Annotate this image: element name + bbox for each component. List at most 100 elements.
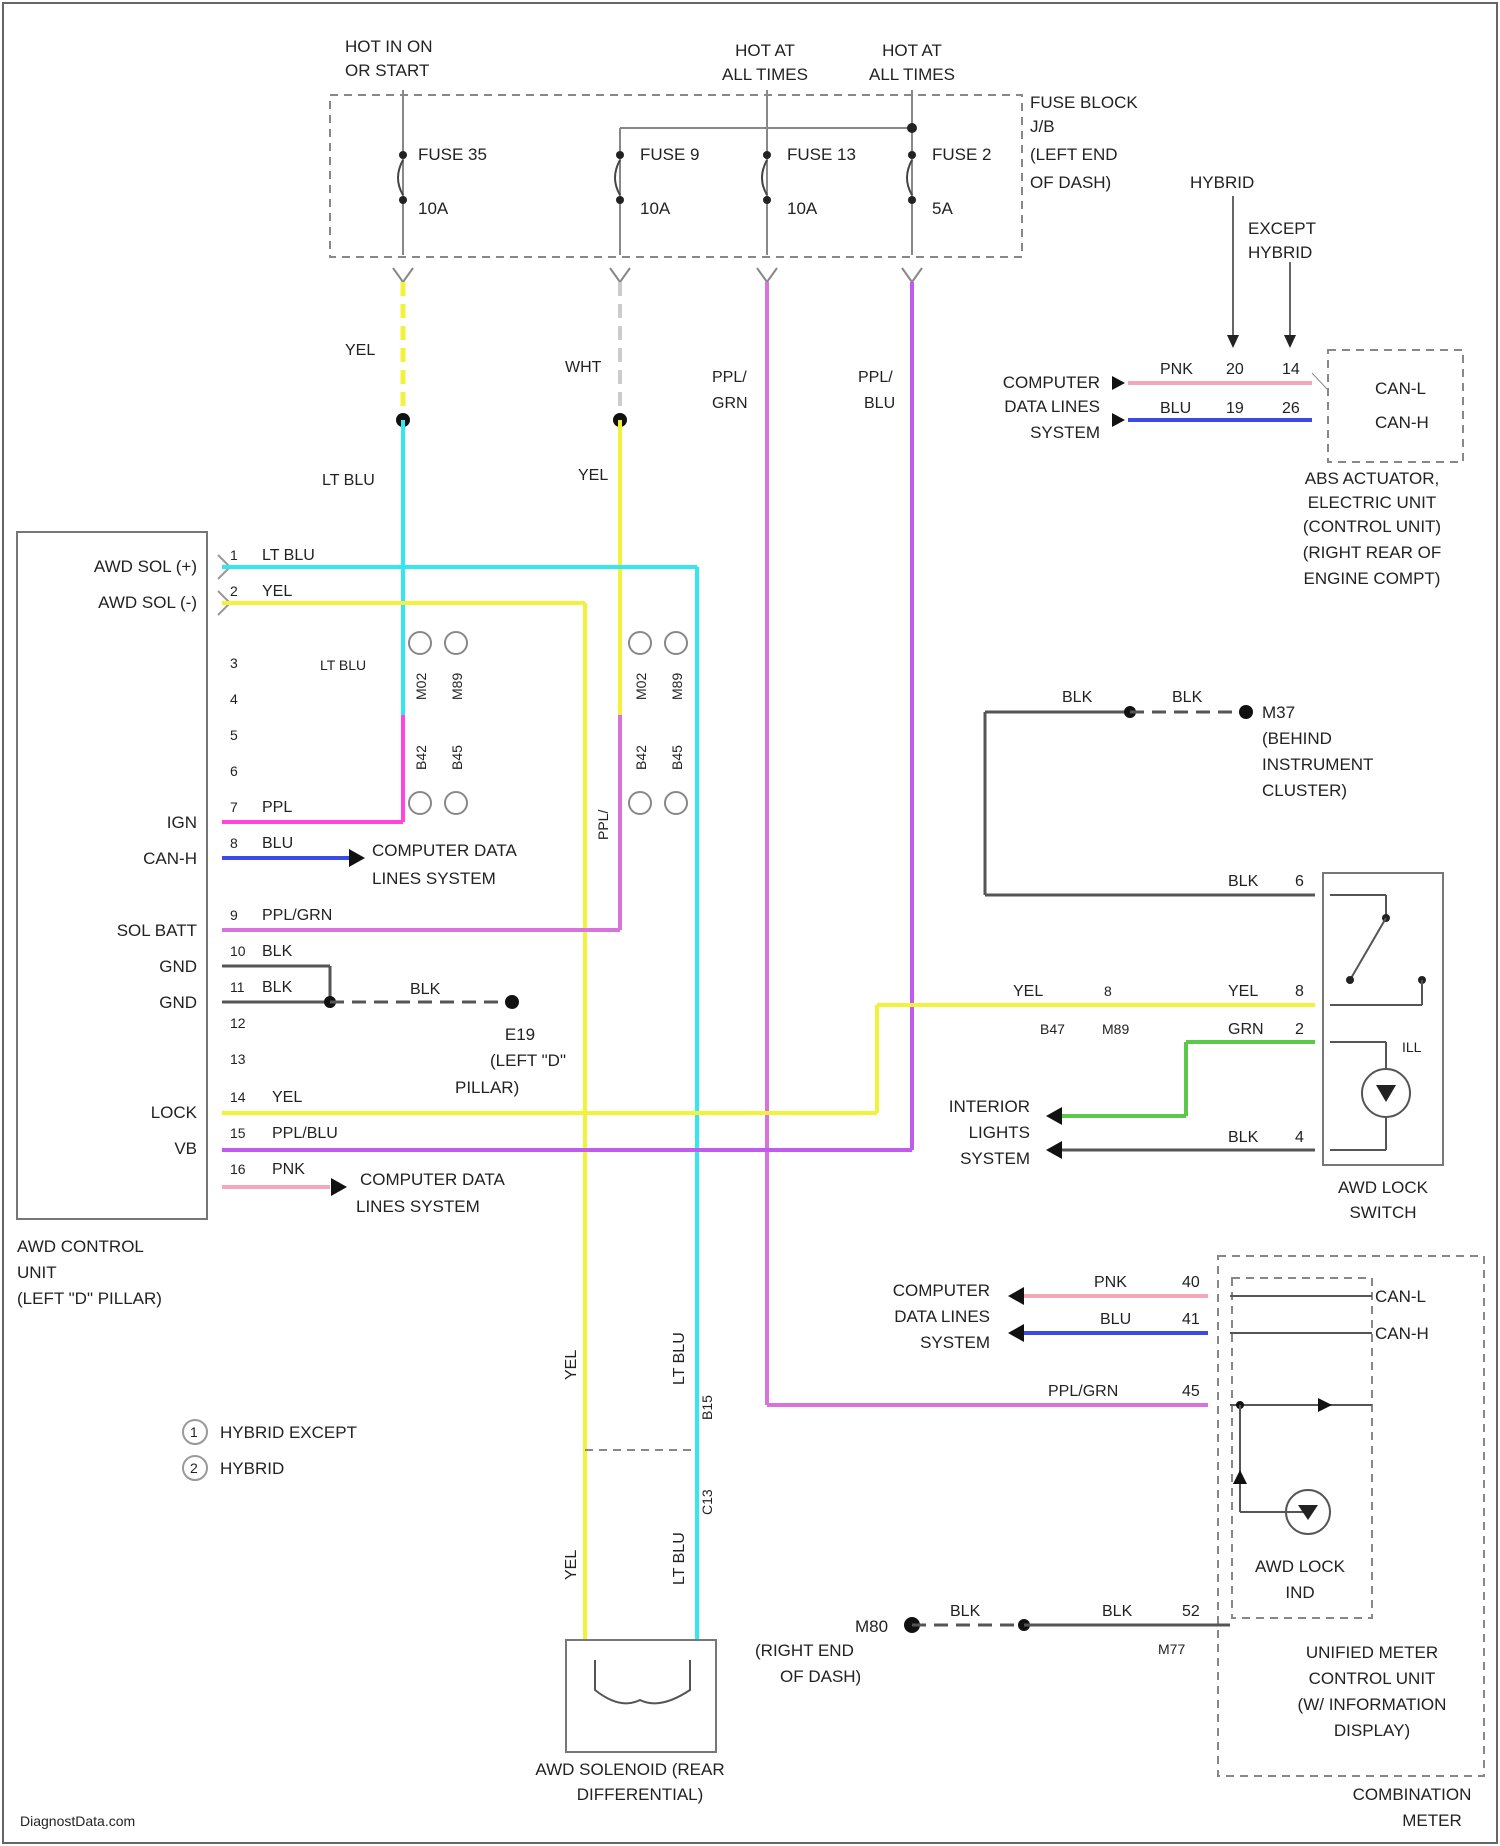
svg-text:B45: B45 [669,745,685,770]
svg-text:CAN-L: CAN-L [1375,1287,1426,1306]
svg-text:PPL/BLU: PPL/BLU [272,1125,338,1142]
svg-text:19: 19 [1226,400,1244,417]
svg-text:CONTROL UNIT: CONTROL UNIT [1309,1669,1436,1688]
svg-text:M77: M77 [1158,1641,1185,1657]
svg-text:AWD SOL (-): AWD SOL (-) [98,593,197,612]
svg-text:PILLAR): PILLAR) [455,1078,519,1097]
svg-text:CAN-H: CAN-H [1375,413,1429,432]
svg-text:LOCK: LOCK [151,1103,198,1122]
fuse-9: FUSE 9 10A [615,145,700,218]
svg-text:DISPLAY): DISPLAY) [1334,1721,1410,1740]
fuse-block-label-2: J/B [1030,117,1055,136]
svg-text:10A: 10A [640,199,671,218]
svg-text:EXCEPT: EXCEPT [1248,219,1316,238]
svg-text:LINES SYSTEM: LINES SYSTEM [356,1197,480,1216]
svg-text:BLK: BLK [1228,1129,1259,1146]
svg-text:(RIGHT END: (RIGHT END [755,1641,854,1660]
svg-text:IGN: IGN [167,813,197,832]
hot-run-start-1: HOT IN ON [345,37,433,56]
svg-text:M80: M80 [855,1617,888,1636]
svg-text:LT BLU: LT BLU [671,1532,688,1585]
svg-text:BLU: BLU [864,395,895,412]
svg-text:CAN-H: CAN-H [1375,1324,1429,1343]
svg-text:SYSTEM: SYSTEM [1030,423,1100,442]
inline-connectors: LT BLU M02 M89 B42 B45 M02 M89 B42 B45 P… [320,632,687,840]
svg-text:M02: M02 [633,673,649,700]
fuse-2: FUSE 2 5A [907,145,992,218]
svg-text:7: 7 [230,799,238,815]
svg-text:AWD SOL (+): AWD SOL (+) [94,557,197,576]
svg-text:SWITCH: SWITCH [1349,1203,1416,1222]
svg-text:5: 5 [230,727,238,743]
svg-text:B42: B42 [413,745,429,770]
svg-text:BLK: BLK [262,979,293,996]
svg-text:METER: METER [1402,1811,1462,1830]
svg-text:8: 8 [1295,983,1304,1000]
svg-text:FUSE 35: FUSE 35 [418,145,487,164]
svg-text:CLUSTER): CLUSTER) [1262,781,1347,800]
svg-text:GRN: GRN [712,395,748,412]
svg-text:PNK: PNK [1094,1274,1127,1291]
fuse-block-outline [330,95,1022,257]
hot-all-2b: ALL TIMES [869,65,955,84]
svg-text:C13: C13 [699,1489,715,1515]
awd-control-unit: AWD CONTROL UNIT (LEFT "D" PILLAR) AWD S… [17,532,338,1308]
svg-text:FUSE 9: FUSE 9 [640,145,700,164]
svg-text:2: 2 [190,1460,198,1476]
svg-text:GND: GND [159,957,197,976]
hot-run-start-2: OR START [345,61,429,80]
power-source-labels: HOT IN ON OR START HOT AT ALL TIMES HOT … [345,37,955,84]
svg-text:5A: 5A [932,199,953,218]
svg-text:FUSE 13: FUSE 13 [787,145,856,164]
svg-text:YEL: YEL [563,1350,580,1380]
fuse-35: FUSE 35 10A [398,145,487,218]
svg-text:E19: E19 [505,1025,535,1044]
svg-text:HYBRID: HYBRID [1190,173,1254,192]
svg-text:BLK: BLK [1228,873,1259,890]
svg-text:M89: M89 [1102,1021,1129,1037]
svg-text:6: 6 [1295,873,1304,890]
svg-text:10A: 10A [787,199,818,218]
svg-text:LIGHTS: LIGHTS [969,1123,1030,1142]
svg-text:LT BLU: LT BLU [671,1332,688,1385]
svg-text:COMPUTER: COMPUTER [893,1281,990,1300]
svg-text:YEL: YEL [1013,983,1043,1000]
combination-meter: PNK 40 BLU 41 CAN-L CAN-H COMPUTER DATA … [755,1256,1484,1830]
svg-text:(LEFT "D": (LEFT "D" [490,1051,566,1070]
svg-text:45: 45 [1182,1383,1200,1400]
svg-text:ENGINE COMPT): ENGINE COMPT) [1304,569,1441,588]
svg-text:20: 20 [1226,361,1244,378]
svg-text:6: 6 [230,763,238,779]
svg-text:HYBRID: HYBRID [1248,243,1312,262]
svg-text:UNIT: UNIT [17,1263,57,1282]
svg-text:COMPUTER: COMPUTER [1003,373,1100,392]
fuse-13: FUSE 13 10A [762,145,856,218]
svg-text:B42: B42 [633,745,649,770]
svg-text:14: 14 [230,1089,246,1105]
svg-text:BLU: BLU [1160,400,1191,417]
svg-text:YEL: YEL [345,342,375,359]
hot-all-1b: ALL TIMES [722,65,808,84]
svg-text:PPL/: PPL/ [712,369,747,386]
svg-text:SYSTEM: SYSTEM [920,1333,990,1352]
svg-text:CAN-L: CAN-L [1375,379,1426,398]
fuse-block-label-4: OF DASH) [1030,173,1111,192]
svg-text:2: 2 [1295,1021,1304,1038]
svg-text:(BEHIND: (BEHIND [1262,729,1332,748]
svg-text:LINES SYSTEM: LINES SYSTEM [372,869,496,888]
svg-text:3: 3 [230,655,238,671]
svg-text:LT BLU: LT BLU [262,547,315,564]
svg-text:DATA LINES: DATA LINES [1004,397,1100,416]
svg-text:1: 1 [190,1424,198,1440]
svg-text:PPL/: PPL/ [858,369,893,386]
svg-text:BLU: BLU [1100,1311,1131,1328]
hot-all-2a: HOT AT [882,41,942,60]
svg-text:9: 9 [230,907,238,923]
svg-text:41: 41 [1182,1311,1200,1328]
svg-text:SYSTEM: SYSTEM [960,1149,1030,1168]
svg-text:BLK: BLK [950,1603,981,1620]
svg-text:8: 8 [1104,983,1112,999]
svg-text:SOL BATT: SOL BATT [117,921,197,940]
svg-text:LT BLU: LT BLU [320,657,366,673]
svg-text:M89: M89 [669,673,685,700]
